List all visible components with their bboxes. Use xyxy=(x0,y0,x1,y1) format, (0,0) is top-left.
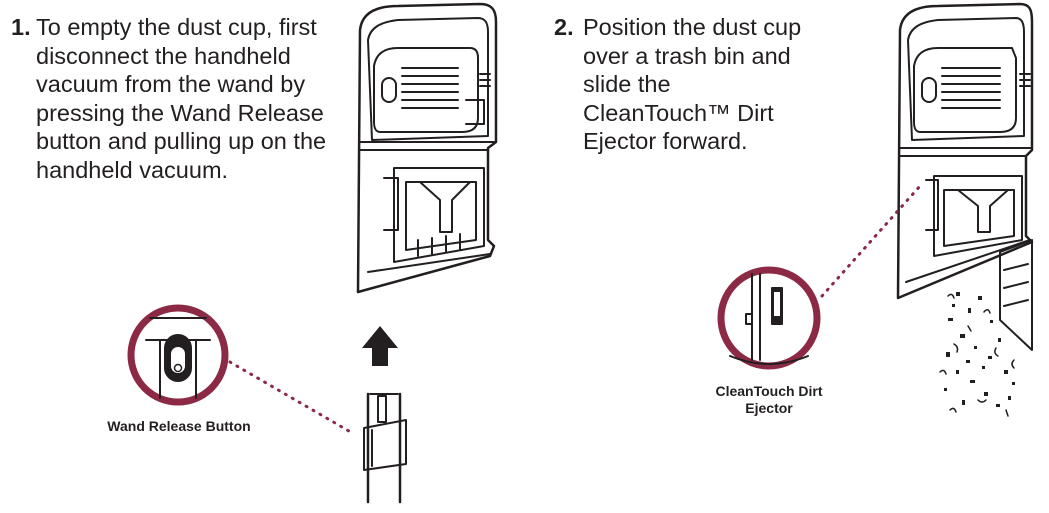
wand-illustration xyxy=(363,392,407,504)
up-arrow-icon xyxy=(362,326,398,366)
wand-release-leader-line xyxy=(228,360,356,436)
step-2-instruction: 2. Position the dust cup over a trash bi… xyxy=(554,13,814,156)
step-2-text: Position the dust cup over a trash bin a… xyxy=(583,14,802,155)
wand-release-button-callout-circle xyxy=(127,304,229,406)
wand-release-button-label: Wand Release Button xyxy=(107,418,251,434)
falling-debris-curls xyxy=(939,293,1015,417)
falling-debris xyxy=(944,292,1015,407)
step-1-number: 1. xyxy=(11,14,31,40)
dust-cup-emptying-illustration xyxy=(896,2,1034,351)
step-1-instruction: 1. To empty the dust cup, first disconne… xyxy=(11,13,331,185)
handheld-vacuum-illustration xyxy=(356,2,498,294)
clean-touch-dirt-ejector-label: CleanTouch Dirt Ejector xyxy=(715,383,823,416)
clean-touch-leader-line xyxy=(820,184,922,298)
step-2-number: 2. xyxy=(554,14,574,40)
step-1-text: To empty the dust cup, first disconnect … xyxy=(36,14,327,183)
clean-touch-dirt-ejector-callout-circle xyxy=(717,266,821,370)
